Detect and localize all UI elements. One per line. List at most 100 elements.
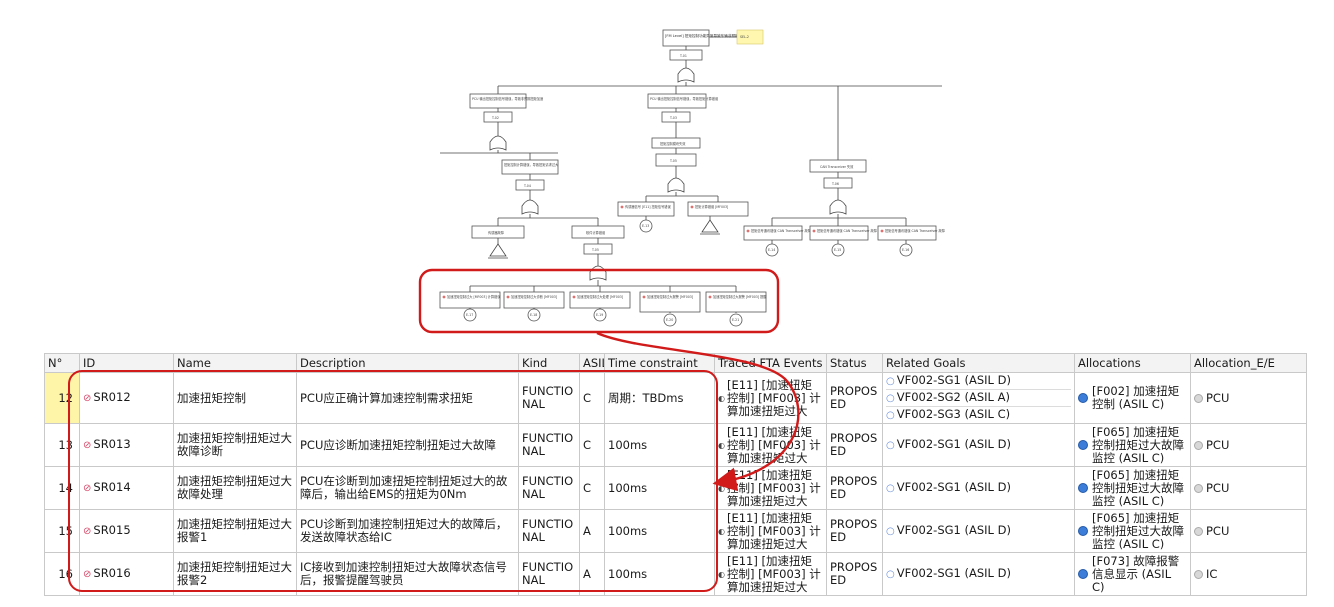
req-trace: [E11] [加速扭矩控制] [MF003] 计算加速扭矩过大: [726, 467, 821, 508]
fta-event-icon: ◐: [718, 569, 725, 579]
req-alloc-cell[interactable]: [F065] 加速扭矩控制扭矩过大故障监控 (ASIL C): [1074, 509, 1191, 553]
req-id-cell[interactable]: ⊘SR013: [79, 423, 174, 467]
req-alloc-cell[interactable]: [F002] 加速扭矩控制 (ASIL C): [1074, 372, 1191, 424]
req-ee-cell[interactable]: PCU: [1190, 423, 1307, 467]
req-asil[interactable]: C: [579, 423, 605, 467]
req-status[interactable]: PROPOSED: [826, 423, 883, 467]
goal-item[interactable]: ○VF002-SG3 (ASIL C): [886, 407, 1071, 423]
fta-r-leaf3[interactable]: [877, 225, 937, 241]
req-goals-cell[interactable]: ○VF002-SG1 (ASIL D): [882, 509, 1075, 553]
table-row[interactable]: 15 ⊘SR015 加速扭矩控制扭矩过大报警1 PCU诊断到加速控制扭矩过大的故…: [44, 509, 1307, 553]
req-asil[interactable]: C: [579, 466, 605, 510]
req-kind[interactable]: FUNCTIONAL: [518, 466, 580, 510]
col-header-description[interactable]: Description: [296, 353, 519, 373]
req-kind[interactable]: FUNCTIONAL: [518, 423, 580, 467]
req-status[interactable]: PROPOSED: [826, 552, 883, 596]
table-row[interactable]: 13 ⊘SR013 加速扭矩控制扭矩过大故障诊断 PCU应诊断加速扭矩控制扭矩过…: [44, 423, 1307, 467]
goal-label: VF002-SG1 (ASIL D): [896, 480, 1011, 494]
col-header-trace[interactable]: Traced FTA Events: [714, 353, 827, 373]
col-header-name[interactable]: Name: [173, 353, 297, 373]
req-name[interactable]: 加速扭矩控制扭矩过大报警1: [173, 509, 297, 553]
req-goals-cell[interactable]: ○VF002-SG1 (ASIL D): [882, 552, 1075, 596]
req-trace-cell[interactable]: ◐[E11] [加速扭矩控制] [MF003] 计算加速扭矩过大: [714, 509, 827, 553]
req-time[interactable]: 100ms: [604, 552, 715, 596]
req-name[interactable]: 加速扭矩控制: [173, 372, 297, 424]
req-ee-cell[interactable]: PCU: [1190, 509, 1307, 553]
req-description[interactable]: PCU应正确计算加速控制需求扭矩: [296, 372, 519, 424]
req-ee-cell[interactable]: PCU: [1190, 372, 1307, 424]
fta-gate-l1a-text: T-02: [491, 116, 499, 120]
fta-event-icon: ◐: [718, 393, 725, 403]
req-goals-cell[interactable]: ○VF002-SG1 (ASIL D): [882, 423, 1075, 467]
req-time[interactable]: 100ms: [604, 466, 715, 510]
table-row[interactable]: 12 ⊘SR012 加速扭矩控制 PCU应正确计算加速控制需求扭矩 FUNCTI…: [44, 372, 1307, 424]
col-header-kind[interactable]: Kind: [518, 353, 580, 373]
req-description[interactable]: IC接收到加速控制扭矩过大故障状态信号后，报警提醒驾驶员: [296, 552, 519, 596]
req-id-cell[interactable]: ⊘SR014: [79, 466, 174, 510]
fta-circle-h5[interactable]: [729, 313, 743, 327]
fta-r-leaf1[interactable]: [743, 225, 803, 241]
fta-circle-r2[interactable]: [831, 243, 845, 257]
req-status[interactable]: PROPOSED: [826, 372, 883, 424]
fta-circle-r1[interactable]: [765, 243, 779, 257]
req-alloc-cell[interactable]: [F073] 故障报警信息显示 (ASIL C): [1074, 552, 1191, 596]
fta-event-icon: ◐: [718, 483, 725, 493]
req-time[interactable]: 100ms: [604, 423, 715, 467]
fta-circle-a[interactable]: [639, 219, 653, 233]
col-header-id[interactable]: ID: [79, 353, 174, 373]
fta-r-leaf2[interactable]: [809, 225, 869, 241]
req-kind[interactable]: FUNCTIONAL: [518, 372, 580, 424]
req-trace-cell[interactable]: ◐[E11] [加速扭矩控制] [MF003] 计算加速扭矩过大: [714, 552, 827, 596]
goal-item[interactable]: ○VF002-SG1 (ASIL D): [886, 374, 1071, 390]
fta-leaf-a-text: 传感器故障: [488, 230, 505, 235]
col-header-status[interactable]: Status: [826, 353, 883, 373]
req-trace-cell[interactable]: ◐[E11] [加速扭矩控制] [MF003] 计算加速扭矩过大: [714, 423, 827, 467]
col-header-time[interactable]: Time constraint: [604, 353, 715, 373]
req-trace-cell[interactable]: ◐[E11] [加速扭矩控制] [MF003] 计算加速扭矩过大: [714, 372, 827, 424]
col-header-allocation-ee[interactable]: Allocation_E/E: [1190, 353, 1307, 373]
fta-gate-r1: [829, 199, 847, 215]
fta-top-event[interactable]: [662, 29, 710, 47]
req-alloc-cell[interactable]: [F065] 加速扭矩控制扭矩过大故障监控 (ASIL C): [1074, 423, 1191, 467]
fta-event-l1b[interactable]: [647, 93, 707, 109]
col-header-num[interactable]: N°: [44, 353, 80, 373]
goal-item[interactable]: ○VF002-SG2 (ASIL A): [886, 390, 1071, 407]
req-asil[interactable]: A: [579, 552, 605, 596]
col-header-asil[interactable]: ASIL: [579, 353, 605, 373]
req-time[interactable]: 100ms: [604, 509, 715, 553]
table-row[interactable]: 14 ⊘SR014 加速扭矩控制扭矩过大故障处理 PCU在诊断到加速扭矩控制扭矩…: [44, 466, 1307, 510]
req-ee-cell[interactable]: PCU: [1190, 466, 1307, 510]
req-id-cell[interactable]: ⊘SR015: [79, 509, 174, 553]
req-kind[interactable]: FUNCTIONAL: [518, 552, 580, 596]
req-description[interactable]: PCU诊断到加速控制扭矩过大的故障后，发送故障状态给IC: [296, 509, 519, 553]
req-id-cell[interactable]: ⊘SR016: [79, 552, 174, 596]
req-description[interactable]: PCU应诊断加速扭矩控制扭矩过大故障: [296, 423, 519, 467]
fta-circle-h1[interactable]: [463, 308, 477, 322]
req-name[interactable]: 加速扭矩控制扭矩过大故障诊断: [173, 423, 297, 467]
fta-circle-h4[interactable]: [663, 313, 677, 327]
req-time[interactable]: 周期：TBDms: [604, 372, 715, 424]
req-asil[interactable]: A: [579, 509, 605, 553]
fta-circle-h3[interactable]: [593, 308, 607, 322]
req-ee-cell[interactable]: IC: [1190, 552, 1307, 596]
table-row[interactable]: 16 ⊘SR016 加速扭矩控制扭矩过大报警2 IC接收到加速控制扭矩过大故障状…: [44, 552, 1307, 596]
col-header-goals[interactable]: Related Goals: [882, 353, 1075, 373]
req-id: SR016: [93, 566, 131, 580]
req-status[interactable]: PROPOSED: [826, 466, 883, 510]
req-name[interactable]: 加速扭矩控制扭矩过大报警2: [173, 552, 297, 596]
req-asil[interactable]: C: [579, 372, 605, 424]
fta-circle-h2[interactable]: [527, 308, 541, 322]
req-status[interactable]: PROPOSED: [826, 509, 883, 553]
req-kind[interactable]: FUNCTIONAL: [518, 509, 580, 553]
fta-circle-r3[interactable]: [899, 243, 913, 257]
col-header-allocations[interactable]: Allocations: [1074, 353, 1191, 373]
req-alloc: [F065] 加速扭矩控制扭矩过大故障监控 (ASIL C): [1092, 467, 1184, 508]
req-id-cell[interactable]: ⊘SR012: [79, 372, 174, 424]
fta-event-sub2[interactable]: [687, 201, 749, 217]
req-alloc-cell[interactable]: [F065] 加速扭矩控制扭矩过大故障监控 (ASIL C): [1074, 466, 1191, 510]
req-goals-cell[interactable]: ○VF002-SG1 (ASIL D): [882, 466, 1075, 510]
req-description[interactable]: PCU在诊断到加速扭矩控制扭矩过大的故障后，输出给EMS的扭矩为0Nm: [296, 466, 519, 510]
req-trace-cell[interactable]: ◐[E11] [加速扭矩控制] [MF003] 计算加速扭矩过大: [714, 466, 827, 510]
req-goals-cell[interactable]: ○VF002-SG1 (ASIL D) ○VF002-SG2 (ASIL A) …: [882, 372, 1075, 424]
req-name[interactable]: 加速扭矩控制扭矩过大故障处理: [173, 466, 297, 510]
